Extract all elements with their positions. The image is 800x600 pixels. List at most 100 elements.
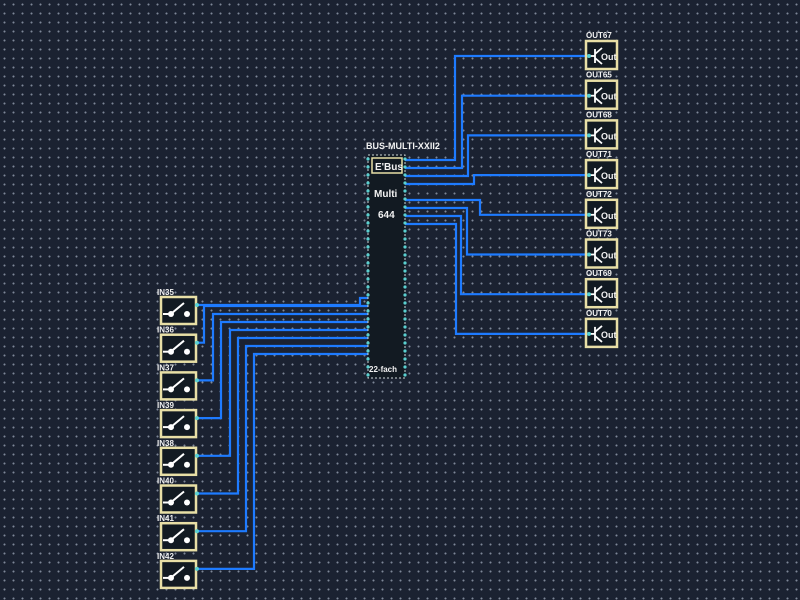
input-label: IN41 [157,514,174,523]
output-wire [405,94,590,170]
pin [366,173,370,177]
pin [403,341,407,345]
input-label: IN39 [157,401,174,410]
pin [587,173,591,178]
pin [195,566,199,571]
pin [366,365,370,369]
input-frame[interactable] [159,295,198,326]
input-label: IN36 [157,326,174,335]
pin [366,357,370,361]
pin [366,221,370,225]
input-block-in42[interactable]: IN42 [157,552,199,590]
switch-contact [184,461,190,468]
pin [403,333,407,337]
pin [403,157,407,161]
transistor-collector [594,245,603,254]
transistor-emitter [594,97,603,105]
input-block-in38[interactable]: IN38 [157,439,199,477]
module-title: BUS-MULTI-XXII2 [366,141,440,151]
pin [366,349,370,353]
switch-contact [184,574,190,581]
pin [195,491,199,496]
input-frame[interactable] [159,484,198,514]
switch-icon [163,566,190,581]
pin [366,229,370,233]
output-text: Out [601,52,617,62]
transistor-collector [594,166,603,174]
switch-contact [184,424,190,431]
switch-icon [163,302,190,317]
wires [197,54,590,571]
pin [366,181,370,185]
input-wire [197,352,368,571]
switch-icon [163,490,190,506]
input-wire [197,296,368,307]
transistor-collector [594,47,603,55]
switch-lever [171,377,185,390]
input-block-in40[interactable]: IN40 [157,477,199,514]
pin [403,357,407,361]
output-wire [405,214,590,296]
pin [366,165,370,169]
output-wire [405,174,590,186]
input-frame[interactable] [159,333,198,363]
pin [366,205,370,209]
switch-icon [163,528,190,544]
switch-icon [163,339,190,355]
input-wire [197,304,368,344]
input-frame[interactable] [159,559,198,590]
transistor-emitter [594,136,603,145]
input-frame[interactable] [159,521,198,552]
pin [403,373,407,377]
output-text: Out [601,290,617,300]
output-text: Out [601,251,617,261]
pin [366,237,370,241]
module-number: 644 [378,210,395,221]
input-label: IN37 [157,363,174,372]
module-body[interactable] [367,154,406,379]
switch-lever [171,415,185,427]
pin [366,309,370,313]
pin [587,252,591,257]
input-frame[interactable] [159,446,198,477]
input-block-in37[interactable]: IN37 [157,363,199,401]
switch-contact [184,499,190,506]
switch-lever [171,528,185,540]
output-frame[interactable] [584,198,619,230]
switch-contact [184,348,190,355]
input-label: IN35 [157,288,174,297]
pin [403,237,407,241]
output-wire [405,134,590,178]
input-wire [197,320,368,420]
input-frame[interactable] [159,371,198,401]
output-label: OUT73 [586,230,612,239]
input-block-in39[interactable]: IN39 [157,401,199,439]
input-block-in36[interactable]: IN36 [157,326,199,363]
transistor-collector [594,325,603,333]
pin [403,325,407,329]
output-frame[interactable] [584,277,619,309]
pin [366,269,370,273]
output-wire [405,54,590,162]
switch-icon [163,415,190,431]
output-label: OUT65 [586,71,612,80]
pin [403,213,407,217]
transistor-emitter [594,295,603,303]
input-block-in35[interactable]: IN35 [157,288,199,326]
transistor-icon [590,206,603,224]
input-frame[interactable] [159,408,198,439]
switch-icon [163,453,190,468]
input-block-in41[interactable]: IN41 [157,514,199,552]
output-label: OUT67 [586,31,612,40]
